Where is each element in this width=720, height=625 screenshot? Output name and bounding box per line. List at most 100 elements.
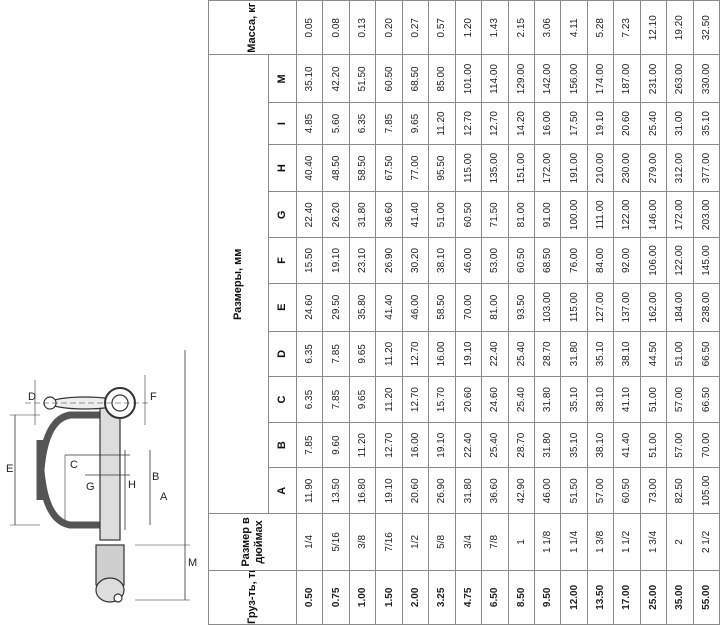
table-cell: 1 3/8 <box>587 513 614 571</box>
table-cell: 70.00 <box>693 422 720 468</box>
table-cell: 2 1/2 <box>693 513 720 571</box>
table-cell: 16.00 <box>428 331 456 377</box>
table-cell: 7.85 <box>296 422 323 468</box>
table-cell: 19.10 <box>455 331 482 377</box>
table-cell: 101.00 <box>455 54 482 103</box>
table-cell: 93.50 <box>508 283 535 332</box>
table-cell: 68.50 <box>534 237 561 284</box>
table-cell: 263.00 <box>666 54 694 103</box>
header-dim-h: H <box>268 144 297 192</box>
table-cell: 38.10 <box>428 237 456 284</box>
table-cell: 35.10 <box>693 102 720 145</box>
header-dim-m: M <box>268 54 297 103</box>
table-cell: 42.90 <box>508 468 535 514</box>
table-cell: 31.80 <box>534 422 561 468</box>
table-cell: 12.70 <box>481 102 508 145</box>
table-cell: 2.00 <box>402 570 429 625</box>
table-cell: 0.57 <box>428 0 456 55</box>
table-cell: 25.40 <box>508 376 535 423</box>
table-cell: 32.50 <box>693 0 720 55</box>
table-cell: 16.00 <box>534 102 561 145</box>
table-cell: 31.80 <box>560 331 588 377</box>
table-cell: 100.00 <box>560 191 588 238</box>
table-cell: 145.00 <box>693 237 720 284</box>
table-cell: 151.00 <box>508 144 535 192</box>
table-cell: 46.00 <box>402 283 429 332</box>
table-cell: 115.00 <box>560 283 588 332</box>
label-F: F <box>150 391 157 403</box>
table-cell: 42.20 <box>322 54 350 103</box>
table-cell: 127.00 <box>587 283 614 332</box>
table-cell: 12.70 <box>375 422 403 468</box>
table-cell: 1/4 <box>296 513 323 571</box>
shackle-pin <box>99 404 121 541</box>
table-cell: 279.00 <box>640 144 667 192</box>
table-cell: 55.00 <box>693 570 720 625</box>
table-cell: 91.00 <box>534 191 561 238</box>
table-cell: 105.00 <box>693 468 720 514</box>
label-G: G <box>86 481 95 493</box>
shackle-dimensions-table: Груз-ть, тн Размер в дюймах Размеры, мм … <box>208 0 720 625</box>
table-cell: 58.50 <box>428 283 456 332</box>
table-cell: 1 3/4 <box>640 513 667 571</box>
table-cell: 7.85 <box>375 102 403 145</box>
table-cell: 9.60 <box>322 422 350 468</box>
table-cell: 51.00 <box>640 376 667 423</box>
table-cell: 0.05 <box>296 0 323 55</box>
table-cell: 142.00 <box>534 54 561 103</box>
table-cell: 22.40 <box>481 331 508 377</box>
label-E: E <box>6 463 13 475</box>
table-cell: 85.00 <box>428 54 456 103</box>
table-cell: 46.00 <box>455 237 482 284</box>
table-cell: 67.50 <box>375 144 403 192</box>
table-cell: 1/2 <box>402 513 429 571</box>
table-cell: 25.00 <box>640 570 667 625</box>
table-cell: 9.65 <box>402 102 429 145</box>
table-cell: 1 1/4 <box>560 513 588 571</box>
table-cell: 41.40 <box>402 191 429 238</box>
table-cell: 31.80 <box>534 376 561 423</box>
table-cell: 19.10 <box>375 468 403 514</box>
table-cell: 7/16 <box>375 513 403 571</box>
table-cell: 172.00 <box>534 144 561 192</box>
table-cell: 0.20 <box>375 0 403 55</box>
table-cell: 1 1/2 <box>613 513 641 571</box>
table-cell: 92.00 <box>613 237 641 284</box>
table-cell: 377.00 <box>693 144 720 192</box>
table-cell: 6.35 <box>296 331 323 377</box>
label-B: B <box>152 471 159 483</box>
table-cell: 6.35 <box>296 376 323 423</box>
table-cell: 81.00 <box>481 283 508 332</box>
header-load: Груз-ть, тн <box>208 570 297 625</box>
table-cell: 203.00 <box>693 191 720 238</box>
table-cell: 36.60 <box>481 468 508 514</box>
table-cell: 9.65 <box>349 376 376 423</box>
table-cell: 184.00 <box>666 283 694 332</box>
table-cell: 57.00 <box>666 422 694 468</box>
table-cell: 11.20 <box>428 102 456 145</box>
table-cell: 35.10 <box>296 54 323 103</box>
table-cell: 137.00 <box>613 283 641 332</box>
table-cell: 231.00 <box>640 54 667 103</box>
table-cell: 162.00 <box>640 283 667 332</box>
header-dim-i: I <box>268 102 297 145</box>
table-cell: 114.00 <box>481 54 508 103</box>
table-cell: 24.60 <box>481 376 508 423</box>
table-cell: 41.10 <box>613 376 641 423</box>
table-cell: 60.50 <box>455 191 482 238</box>
table-cell: 57.00 <box>587 468 614 514</box>
table-cell: 1 <box>508 513 535 571</box>
table-cell: 68.50 <box>402 54 429 103</box>
table-cell: 7/8 <box>481 513 508 571</box>
table-cell: 31.00 <box>666 102 694 145</box>
table-cell: 20.60 <box>455 376 482 423</box>
table-cell: 187.00 <box>613 54 641 103</box>
